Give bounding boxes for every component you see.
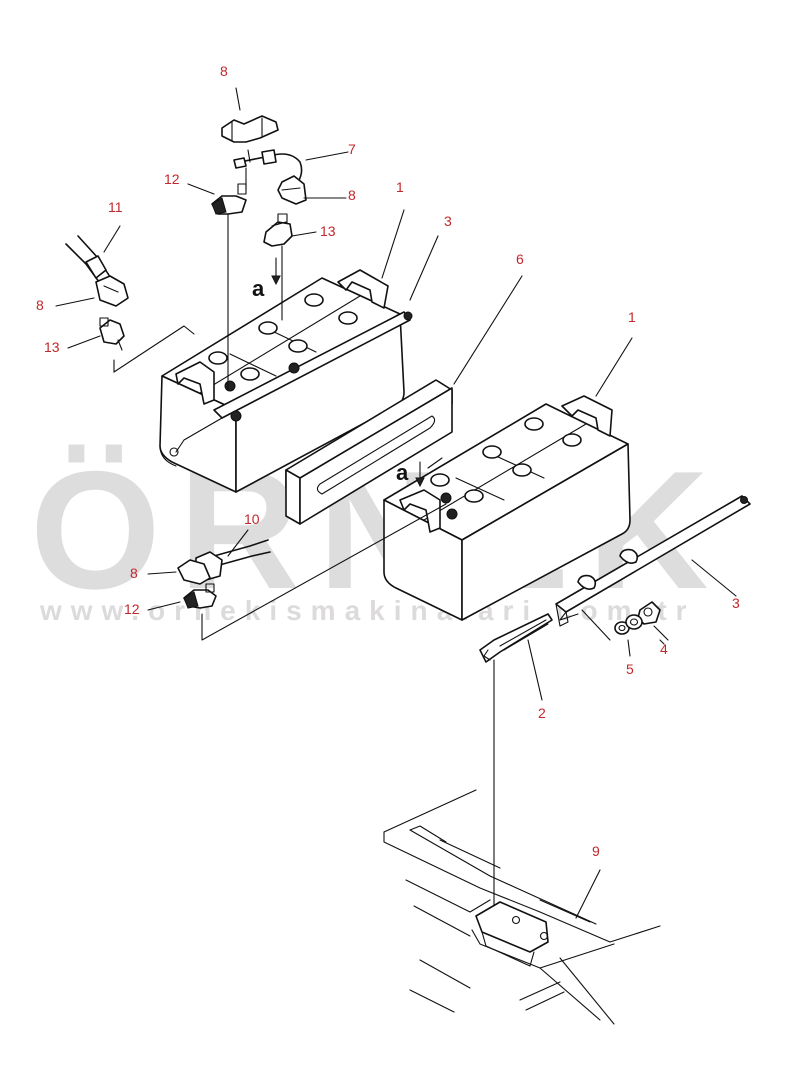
callout-8-b: 8: [348, 187, 356, 203]
callout-13-left: 13: [44, 339, 60, 355]
callout-8-left: 8: [36, 297, 44, 313]
view-label-a-left: a: [252, 276, 265, 301]
callout-3-right: 3: [732, 595, 740, 611]
callout-12-top: 12: [164, 171, 180, 187]
callout-9: 9: [592, 843, 600, 859]
cable-parts: [65, 115, 307, 609]
callout-11: 11: [108, 199, 123, 215]
machine-frame: [383, 789, 661, 1025]
callout-6: 6: [516, 251, 524, 267]
leader-lines: [55, 87, 737, 919]
spacer-plate: [285, 379, 453, 525]
callout-10: 10: [244, 511, 260, 527]
callout-labels: 8 7 12 8 11 1 3 13 6 8 13 1 10 8 12 3 4 …: [36, 63, 740, 859]
j-bolt: [479, 613, 553, 917]
callout-1-right: 1: [628, 309, 636, 325]
callout-7: 7: [348, 141, 356, 157]
callout-3-top: 3: [444, 213, 452, 229]
callout-2: 2: [538, 705, 546, 721]
callout-4: 4: [660, 641, 668, 657]
callout-8-top: 8: [220, 63, 228, 79]
view-label-a-right: a: [396, 460, 409, 485]
hold-down-bar: [555, 495, 751, 641]
callout-1-left: 1: [396, 179, 404, 195]
callout-8-bottom: 8: [130, 565, 138, 581]
callout-5: 5: [626, 661, 634, 677]
callout-13-right: 13: [320, 223, 336, 239]
callout-12-bottom: 12: [124, 601, 140, 617]
battery-right: [383, 395, 631, 621]
